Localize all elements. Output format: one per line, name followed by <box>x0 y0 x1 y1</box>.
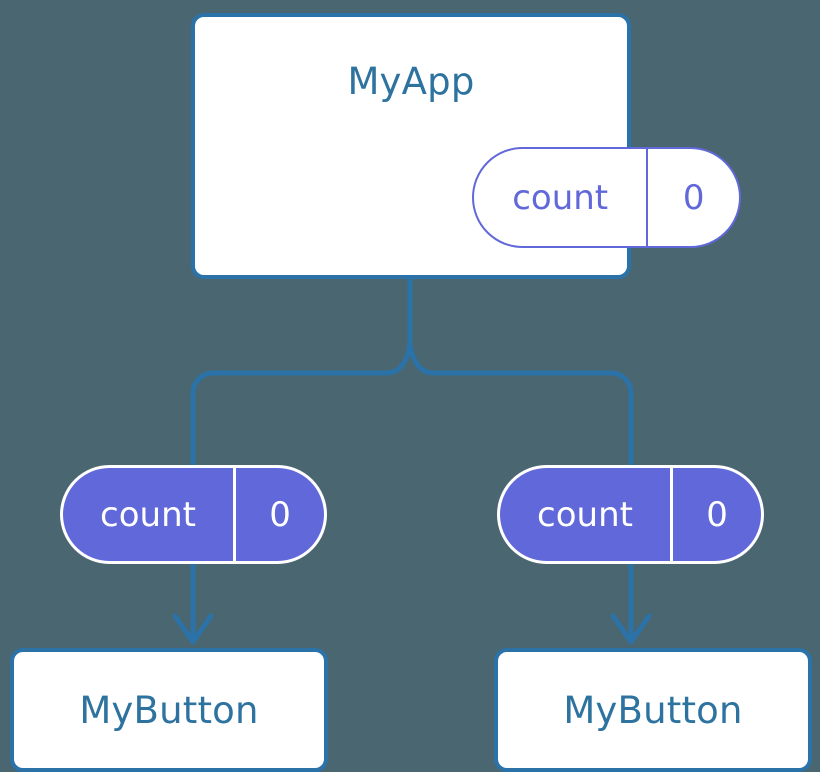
left-branch-line <box>190 343 413 465</box>
root-component-card[interactable]: MyApp count 0 <box>191 13 741 279</box>
left-child-component-card[interactable]: MyButton <box>10 648 328 772</box>
right-branch-line <box>407 343 634 465</box>
left-child-component-title: MyButton <box>79 688 259 732</box>
right-child-props-pill[interactable]: count 0 <box>497 465 764 564</box>
left-child-props-value: 0 <box>233 468 324 561</box>
root-state-key: count <box>512 177 609 218</box>
right-arrow-head <box>610 613 652 645</box>
right-child-component-card[interactable]: MyButton <box>494 648 812 772</box>
right-child-props-value: 0 <box>670 468 761 561</box>
root-component-title: MyApp <box>347 60 475 103</box>
left-child-props-key: count <box>100 494 196 535</box>
left-arrow-head <box>172 613 214 645</box>
right-child-props-key: count <box>537 494 633 535</box>
left-child-props-pill[interactable]: count 0 <box>60 465 327 564</box>
right-child-component-title: MyButton <box>563 688 743 732</box>
root-state-pill[interactable]: count 0 <box>472 147 741 248</box>
root-state-value: 0 <box>646 149 739 246</box>
